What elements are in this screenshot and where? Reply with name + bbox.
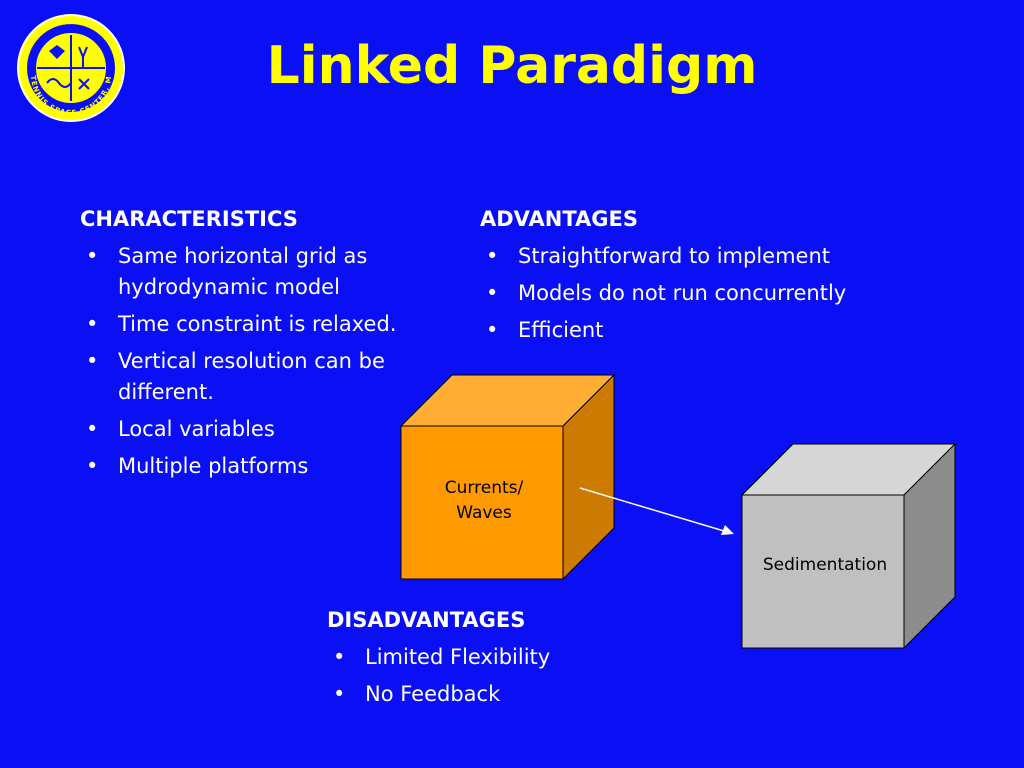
characteristics-list: • Same horizontal grid as hydrodynamic mo… [80, 241, 400, 482]
list-item: • Time constraint is relaxed. [80, 309, 400, 340]
list-item-text: Time constraint is relaxed. [118, 312, 397, 336]
cube-side-face [562, 373, 615, 581]
bullet-icon: • [86, 349, 99, 373]
bullet-icon: • [86, 454, 99, 478]
list-item-text: Same horizontal grid as hydrodynamic mod… [118, 244, 368, 299]
cube-label: Sedimentation [763, 555, 887, 575]
cube-front-face [400, 425, 564, 580]
list-item: • Local variables [80, 414, 400, 445]
bullet-icon: • [486, 281, 499, 305]
naval-research-laboratory-seal-icon: NAVAL RESEARCH LABORATORY STENNIS SPACE … [13, 13, 125, 122]
bullet-icon: • [86, 312, 99, 336]
characteristics-section: CHARACTERISTICS • Same horizontal grid as… [80, 205, 400, 488]
list-item: • Efficient [480, 315, 900, 346]
disadvantages-heading: DISADVANTAGES [327, 608, 526, 632]
list-item-text: Local variables [118, 417, 275, 441]
advantages-heading: ADVANTAGES [480, 207, 638, 231]
list-item-text: Multiple platforms [118, 454, 309, 478]
cube-front-face [741, 494, 905, 649]
cube-label-line1: Currents/ [445, 478, 524, 498]
disadvantages-list: • Limited Flexibility • No Feedback [327, 642, 647, 710]
bullet-icon: • [486, 318, 499, 342]
disadvantages-section: DISADVANTAGES • Limited Flexibility • No F… [327, 606, 647, 716]
list-item-text: Straightforward to implement [518, 244, 831, 268]
bullet-icon: • [486, 244, 499, 268]
list-item-text: Limited Flexibility [365, 645, 551, 669]
list-item: • Limited Flexibility [327, 642, 647, 673]
cube-top-face [740, 443, 957, 496]
bullet-icon: • [333, 645, 346, 669]
characteristics-heading: CHARACTERISTICS [80, 207, 298, 231]
cube-side-face [903, 442, 956, 650]
cube-top-face [399, 374, 616, 427]
list-item: • No Feedback [327, 679, 647, 710]
list-item: • Vertical resolution can be different. [80, 346, 400, 408]
list-item-text: No Feedback [365, 682, 501, 706]
list-item: • Straightforward to implement [480, 241, 900, 272]
bullet-icon: • [333, 682, 346, 706]
list-item-text: Efficient [518, 318, 604, 342]
list-item: • Models do not run concurrently [480, 278, 900, 309]
list-item: • Multiple platforms [80, 451, 400, 482]
bullet-icon: • [86, 244, 99, 268]
arrow-right-icon [579, 487, 734, 535]
list-item-text: Vertical resolution can be different. [118, 349, 385, 404]
currents-waves-cube: Currents/ Waves [399, 373, 616, 581]
advantages-section: ADVANTAGES • Straightforward to implement… [480, 205, 900, 352]
sedimentation-cube: Sedimentation [740, 442, 957, 650]
list-item: • Same horizontal grid as hydrodynamic mo… [80, 241, 400, 303]
list-item-text: Models do not run concurrently [518, 281, 847, 305]
advantages-list: • Straightforward to implement • Models do… [480, 241, 900, 346]
slide-title: Linked Paradigm [266, 36, 758, 96]
cube-label-line2: Waves [456, 503, 512, 523]
bullet-icon: • [86, 417, 99, 441]
